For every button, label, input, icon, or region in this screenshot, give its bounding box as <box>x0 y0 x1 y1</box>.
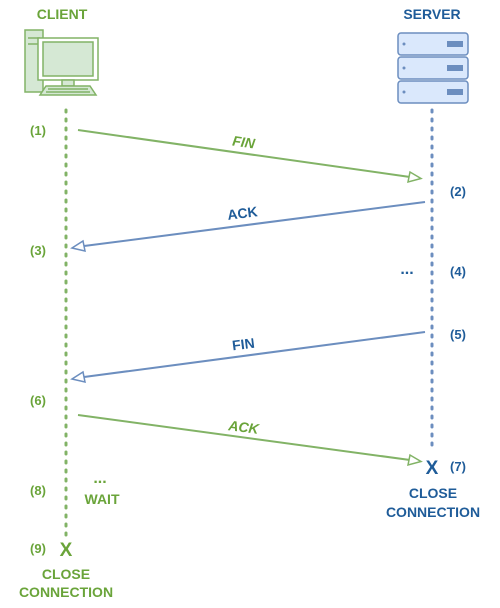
client-wait-label: WAIT <box>85 491 120 507</box>
client-close-label-line2: CONNECTION <box>19 584 113 600</box>
server-close-x-icon: X <box>426 458 439 479</box>
server-close-label-line2: CONNECTION <box>386 504 480 520</box>
fin-arrow-server-to-client <box>70 331 426 383</box>
server-step-7: (7) <box>450 459 466 474</box>
ack-arrow-client-to-server <box>77 414 423 467</box>
ack-arrow-server-to-client <box>70 201 426 252</box>
client-step-3: (3) <box>30 243 46 258</box>
client-title: CLIENT <box>37 6 88 22</box>
client-close-x-icon: X <box>60 540 73 561</box>
client-step-6: (6) <box>30 393 46 408</box>
client-close-label-line1: CLOSE <box>42 566 90 582</box>
server-step-2: (2) <box>450 184 466 199</box>
client-step-1: (1) <box>30 123 46 138</box>
server-title: SERVER <box>403 6 460 22</box>
desktop-computer-icon <box>24 29 99 96</box>
client-step-9: (9) <box>30 541 46 556</box>
client-step-8: (8) <box>30 483 46 498</box>
server-ellipsis: ... <box>400 261 413 278</box>
ack-label-2: ACK <box>227 417 261 437</box>
ack-label-1: ACK <box>226 203 258 223</box>
fin-label-1: FIN <box>231 133 256 152</box>
client-ellipsis: ... <box>93 470 106 487</box>
fin-arrow-client-to-server <box>77 129 423 184</box>
server-step-4: (4) <box>450 264 466 279</box>
server-rack-icon <box>397 32 469 104</box>
server-step-5: (5) <box>450 327 466 342</box>
server-close-label-line1: CLOSE <box>409 485 457 501</box>
fin-label-2: FIN <box>231 335 255 354</box>
